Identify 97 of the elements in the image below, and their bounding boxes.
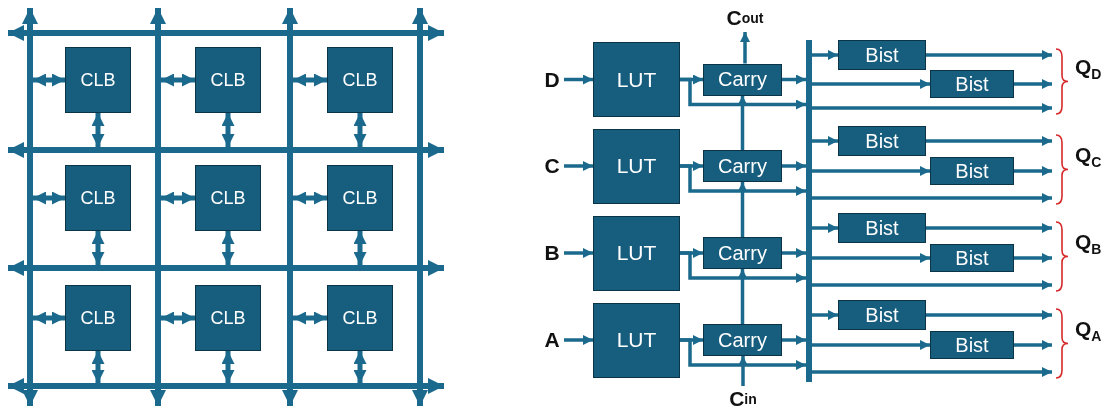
arrow [812,367,1052,377]
clb-block: CLB [195,285,261,351]
arrow [737,182,748,237]
arrow [812,193,1052,203]
arrow [33,311,65,325]
bist-block: Bist [930,244,1014,272]
routing-track [22,6,38,408]
arrow [161,191,195,205]
bist-block: Bist [838,126,926,156]
signal-label: D [540,67,564,92]
arrow [926,310,1052,320]
arrow [782,161,806,171]
arrow [293,191,327,205]
lut-block: LUT [593,42,680,117]
clb-block: CLB [65,285,131,351]
arrow [812,166,930,176]
arrow [564,161,593,171]
routing-track [6,142,446,158]
arrow [812,310,838,320]
arrow [91,351,105,383]
arrow [926,223,1052,233]
routing-track [6,25,446,41]
arrow [740,32,750,64]
arrow [1014,166,1052,176]
arrow [353,231,367,265]
routing-track [412,6,428,408]
arrow [812,136,838,146]
clb-block: CLB [65,165,131,231]
arrow [564,335,593,345]
routing-track [282,6,298,408]
arrow [926,50,1052,60]
arrow [221,231,235,265]
arrow [353,113,367,147]
arrow [680,338,806,370]
clb-block: CLB [327,47,393,113]
clb-block: CLB [327,165,393,231]
arrow [812,280,1052,290]
clb-block: CLB [65,47,131,113]
arrow [91,231,105,265]
arrow [812,253,930,263]
arrow [738,356,748,386]
carry-block: Carry [703,63,782,96]
signal-label: B [540,241,564,265]
arrow [564,74,593,85]
arrow [812,340,930,350]
arrow [293,73,327,87]
output-label: Q$_{D}$ [1075,55,1102,83]
output-label: Q$_{B}$ [1075,230,1102,258]
arrow [1014,253,1052,263]
arrow [221,351,235,383]
bist-block: Bist [838,300,926,330]
clb-block: CLB [195,165,261,231]
bist-block: Bist [930,70,1014,98]
routing-track [6,378,446,394]
arrow [161,311,195,325]
arrow [1014,340,1052,350]
lut-block: LUT [593,128,680,204]
output-label: Q$_{C}$ [1075,143,1102,171]
arrow [782,248,806,258]
carry-block: Carry [703,324,782,356]
arrow [161,73,195,87]
arrow [737,95,748,150]
arrow [1014,79,1052,89]
clb-block: CLB [327,285,393,351]
signal-label: C [540,154,564,178]
arrow [680,77,806,110]
arrow [737,269,748,324]
arrow [33,191,65,205]
lut-block: LUT [593,215,680,291]
arrow [926,136,1052,146]
arrow [564,248,593,258]
arrow [812,223,838,233]
arrow [812,50,838,60]
bist-block: Bist [838,213,926,243]
bist-block: Bist [930,157,1014,185]
carry-block: Carry [703,237,782,269]
output-label: Q$_{A}$ [1075,317,1102,345]
routing-track [6,260,446,276]
lut-block: LUT [593,302,680,378]
arrow [293,311,327,325]
arrow [680,251,806,283]
clb-block: CLB [195,47,261,113]
bist-block: Bist [838,40,926,70]
arrow [782,74,806,85]
bist-block: Bist [930,331,1014,359]
arrow [353,351,367,383]
arrow [782,335,806,345]
arrow [33,73,65,87]
routing-track [150,6,166,408]
bus-bar [806,40,812,382]
carry-block: Carry [703,150,782,182]
arrow [221,113,235,147]
signal-label: A [540,328,564,352]
arrow [812,79,930,89]
arrow [680,164,806,196]
arrow [812,103,1052,113]
arrow [91,113,105,147]
